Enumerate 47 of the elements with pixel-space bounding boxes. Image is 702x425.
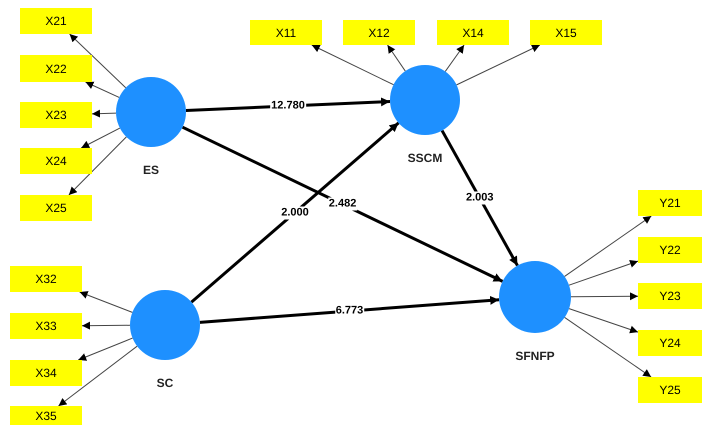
edge-label: 2.482 [328,198,358,211]
construct-label: ES [142,163,160,177]
arrow [82,322,130,330]
arrow [568,260,638,286]
arrow [200,296,500,324]
arrow [387,44,406,72]
indicator-box: X12 [343,20,415,45]
indicator-box: X35 [10,406,82,425]
arrow [92,110,117,118]
arrow [440,130,519,266]
indicator-box: Y24 [638,330,702,356]
edge-label: 2.003 [464,192,495,205]
indicator-box: X14 [437,20,509,45]
arrow [456,44,540,86]
indicator-box: X33 [10,313,82,339]
indicator-box: Y22 [638,237,702,263]
indicator-box: X34 [10,360,82,386]
arrow [182,126,504,283]
indicator-box: Y21 [638,190,702,216]
arrow [80,128,120,148]
indicator-box: X22 [20,55,92,82]
construct-label: SSCM [406,151,444,165]
construct-label: SC [156,376,174,390]
arrow [84,82,120,98]
arrow [564,216,652,277]
indicator-box: X23 [20,102,92,128]
arrow [68,136,127,196]
indicator-box: X24 [20,148,92,174]
arrow [78,338,134,361]
indicator-box: X21 [20,8,92,34]
arrow [311,44,394,86]
indicator-box: X11 [250,20,322,45]
construct-label: SFNFP [514,349,556,363]
indicator-box: Y25 [638,377,702,403]
arrow [69,34,126,88]
arrow [564,316,652,378]
indicator-box: X32 [10,266,82,292]
indicator-box: Y23 [638,283,702,309]
arrow [79,291,133,313]
indicator-box: X15 [530,20,602,45]
edge-label: 2.000 [280,206,310,219]
arrow [570,292,638,300]
arrow [444,44,465,72]
indicator-box: X25 [20,195,92,221]
arrow [190,122,400,304]
arrow [58,346,138,406]
arrow [568,308,638,334]
